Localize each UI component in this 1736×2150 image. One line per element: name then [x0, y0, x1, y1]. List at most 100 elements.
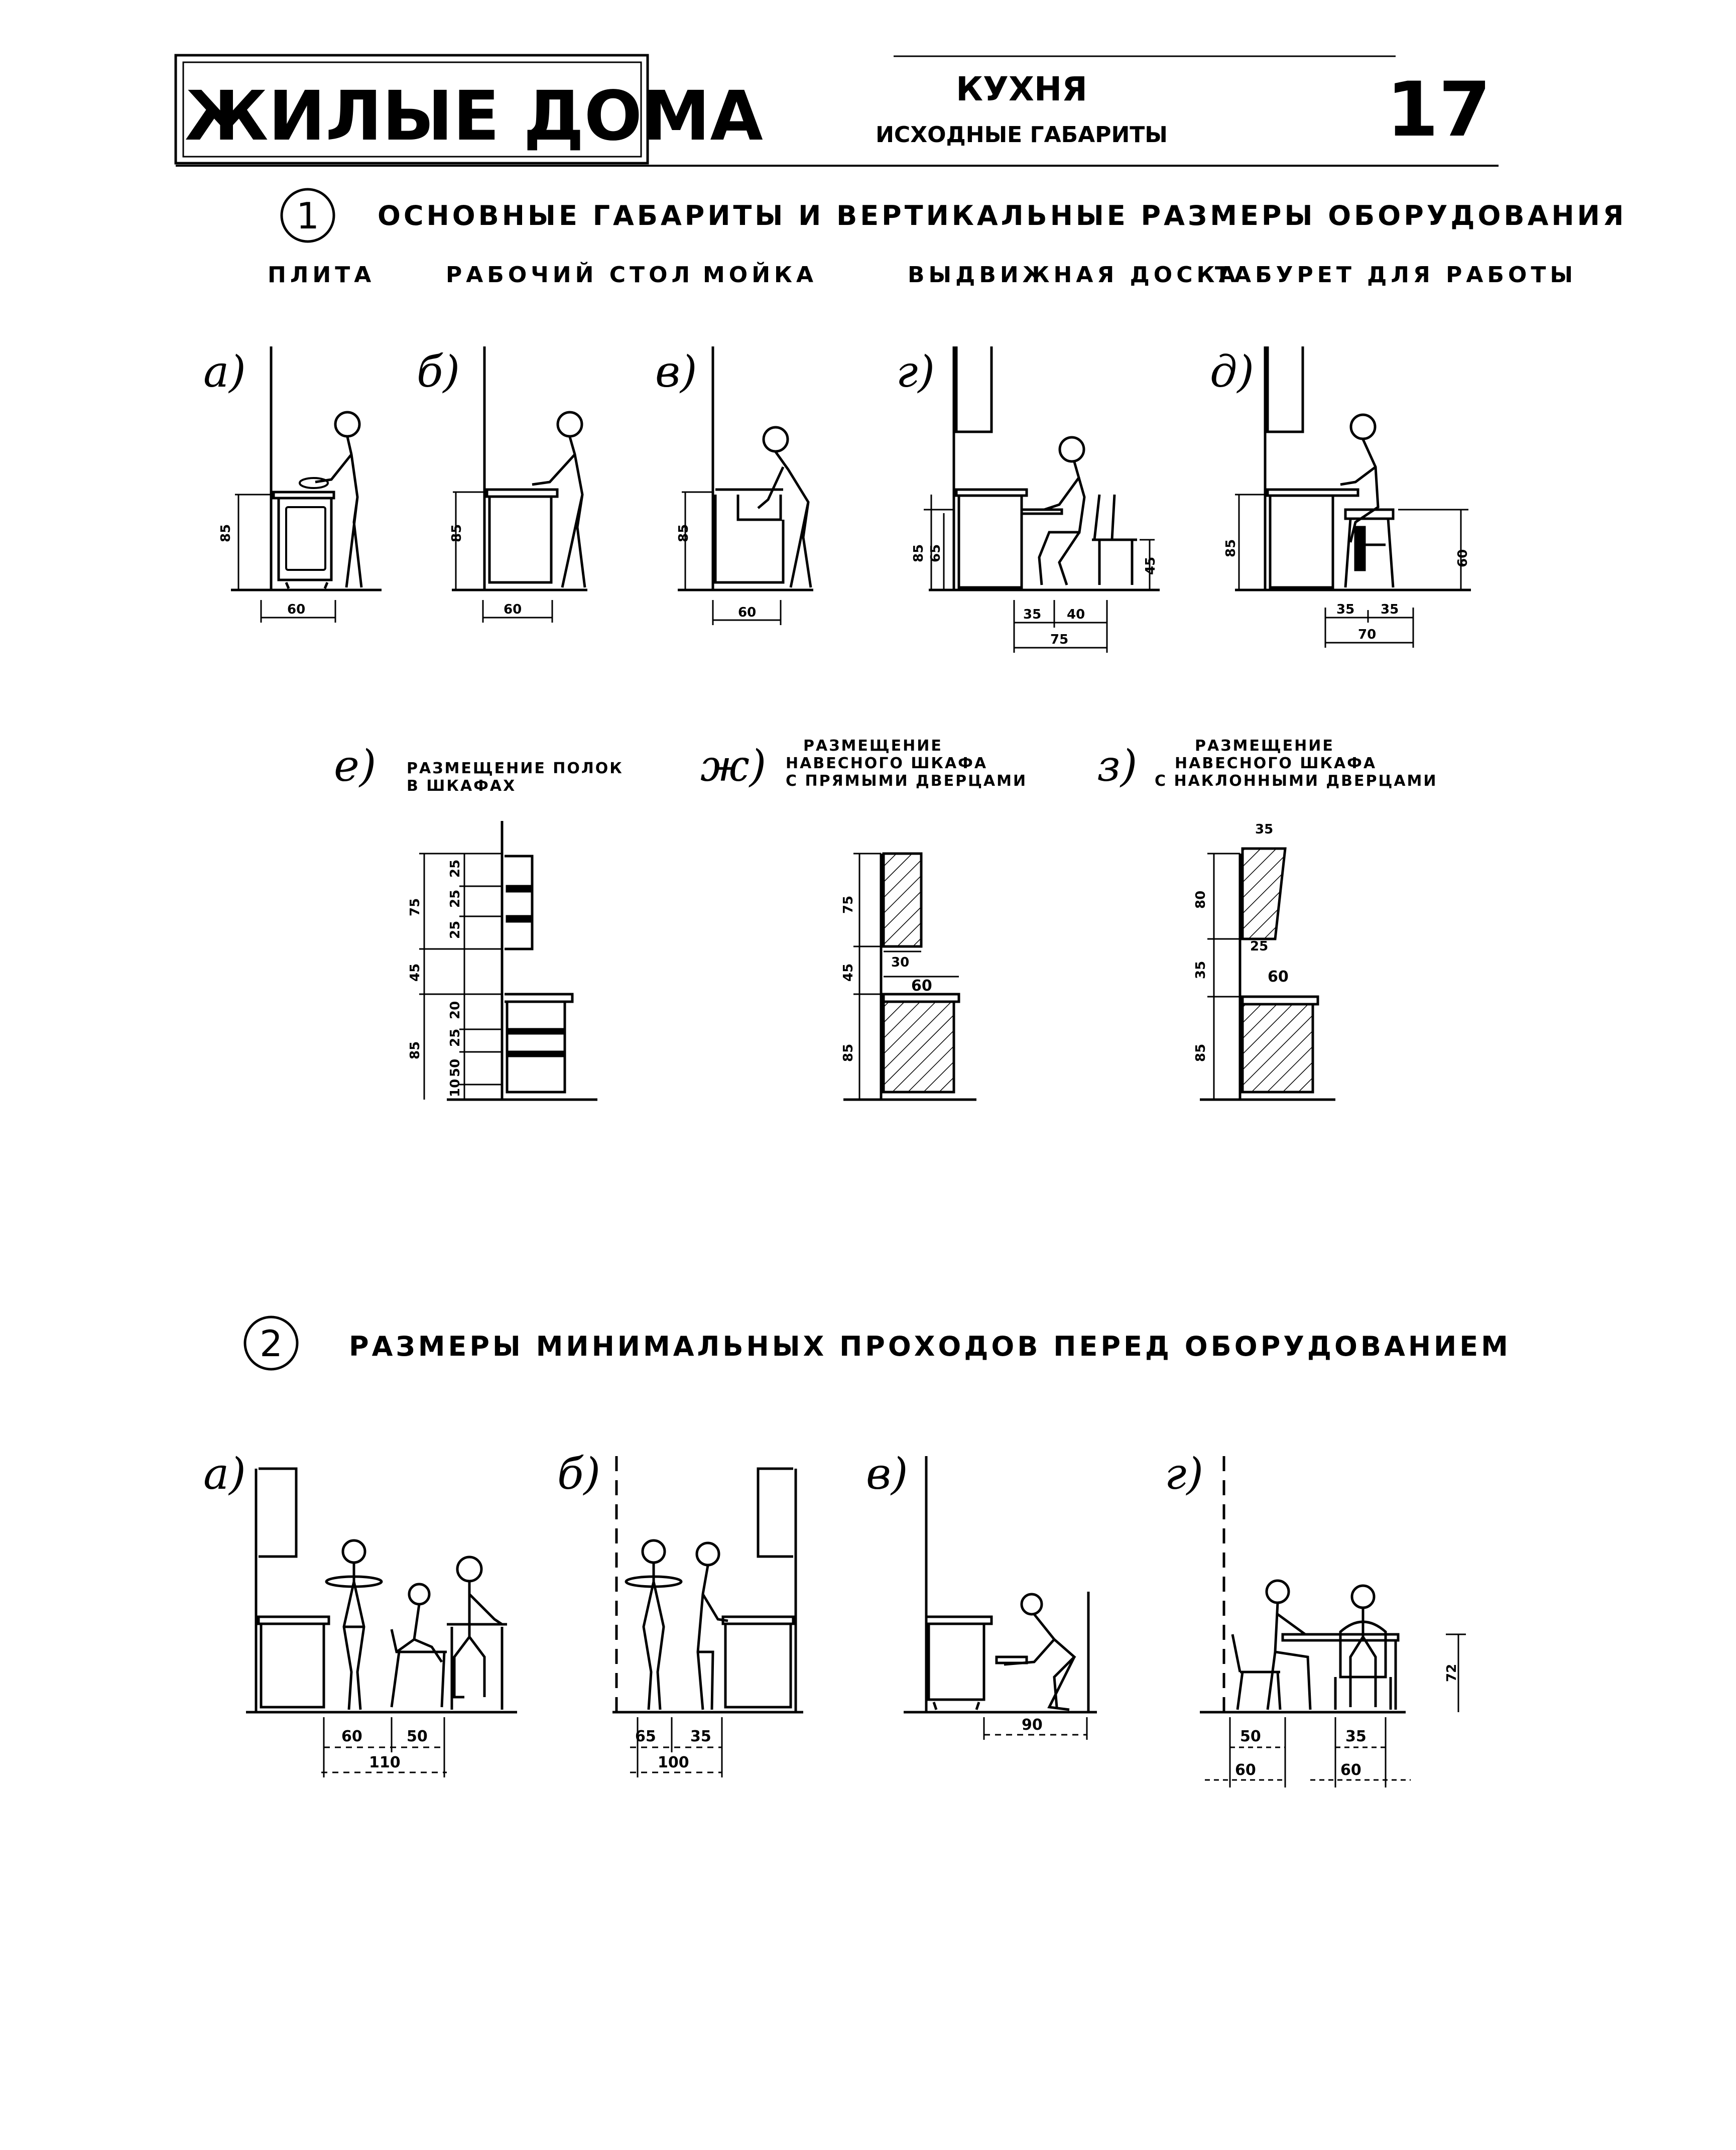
figure-1a-letter: а) — [203, 347, 246, 397]
dim-1v-height: 85 — [676, 524, 691, 542]
figure-1g-letter: г) — [896, 347, 935, 397]
dim-1g-total: 75 — [1050, 632, 1068, 647]
dim-2v-d1: 90 — [1022, 1716, 1043, 1734]
figure-1z-letter: з) — [1097, 741, 1137, 791]
figure-1v-letter: в) — [655, 347, 697, 397]
figure-1zh-straight-cabinet: ж) — [700, 741, 976, 1101]
figure-2g-letter: г) — [1165, 1449, 1203, 1499]
subtopic-title: ИСХОДНЫЕ ГАБАРИТЫ — [876, 122, 1168, 148]
figure-1e-letter: е) — [334, 741, 376, 791]
dim-1g-d2: 40 — [1067, 607, 1085, 622]
figure-1z-caption-line-2: НАВЕСНОГО ШКАФА — [1175, 755, 1377, 772]
dim-2g-d2: 35 — [1345, 1728, 1367, 1745]
figure-1b-work-table: б) — [417, 346, 587, 623]
figure-1zh-caption-line-1: РАЗМЕЩЕНИЕ — [803, 737, 943, 755]
figure-1b-letter: б) — [417, 347, 460, 397]
dim-1e-right-5: 50 — [448, 1059, 463, 1077]
dim-1b-width: 60 — [504, 602, 522, 617]
section-1-number: 1 — [296, 195, 319, 237]
series-title: ЖИЛЫЕ ДОМА — [185, 77, 763, 156]
section-2-title: РАЗМЕРЫ МИНИМАЛЬНЫХ ПРОХОДОВ ПЕРЕД ОБОРУ… — [349, 1331, 1511, 1362]
dim-2g-t2: 60 — [1340, 1761, 1361, 1779]
topic-title: КУХНЯ — [956, 70, 1087, 108]
dim-2b-d1: 65 — [635, 1728, 656, 1745]
dim-1e-left-1: 45 — [408, 964, 423, 982]
dim-1z-1: 80 — [1193, 891, 1208, 909]
figure-1e-caption: РАЗМЕЩЕНИЕ ПОЛОК В ШКАФАХ — [407, 760, 624, 795]
figure-1v-sink: в) — [655, 346, 813, 625]
dim-1d-d1: 35 — [1336, 602, 1354, 617]
page-number: 17 — [1386, 66, 1491, 154]
dim-1a-height: 85 — [218, 524, 233, 542]
dim-1e-right-2: 25 — [448, 921, 463, 939]
figure-1z-caption-line-3: С НАКЛОННЫМИ ДВЕРЦАМИ — [1155, 772, 1438, 790]
dim-1g-board: 65 — [928, 544, 943, 562]
label-work-table: РАБОЧИЙ СТОЛ — [446, 261, 694, 288]
figure-2v-passage: в) — [866, 1449, 1097, 1740]
dim-1d-stool: 60 — [1455, 549, 1470, 567]
dim-1zh-3: 30 — [891, 955, 909, 970]
dim-1e-left-2: 85 — [408, 1041, 423, 1059]
figure-2b-passage: б) — [557, 1449, 803, 1777]
dim-1e-right-1: 25 — [448, 890, 463, 908]
dim-1e-right-6: 10 — [448, 1079, 463, 1097]
section-2-number: 2 — [260, 1323, 283, 1365]
figure-2a-passage: а) — [203, 1449, 517, 1777]
dim-1z-2: 25 — [1250, 939, 1268, 954]
figure-1z-slanted-cabinet: з) — [1097, 741, 1335, 1101]
figure-2v-letter: в) — [866, 1449, 908, 1499]
dim-2g-t1: 60 — [1235, 1761, 1256, 1779]
figure-1e-shelves: е) — [334, 741, 597, 1101]
figure-1z-caption-line-1: РАЗМЕЩЕНИЕ — [1195, 737, 1334, 755]
dim-1z-3: 35 — [1193, 961, 1208, 979]
dim-1a-width: 60 — [287, 602, 305, 617]
dim-1b-height: 85 — [449, 524, 464, 542]
dim-2a-d1: 60 — [341, 1728, 362, 1745]
label-stove: ПЛИТА — [268, 262, 375, 288]
label-sink: МОЙКА — [703, 261, 817, 288]
title-block — [174, 54, 1499, 167]
dim-1v-width: 60 — [738, 605, 756, 620]
figure-1e-caption-line-1: РАЗМЕЩЕНИЕ ПОЛОК — [407, 760, 624, 777]
dim-2a-total: 110 — [369, 1754, 401, 1771]
dim-1d-d2: 35 — [1381, 602, 1399, 617]
figure-1a-stove: а) — [203, 346, 382, 623]
label-work-stool: ТАБУРЕТ ДЛЯ РАБОТЫ — [1215, 262, 1577, 288]
figure-1d-work-stool: д) — [1210, 346, 1471, 648]
figure-1d-letter: д) — [1210, 347, 1254, 397]
dim-1z-0: 35 — [1255, 822, 1273, 837]
dim-2g-height: 72 — [1444, 1664, 1459, 1682]
dim-1d-height: 85 — [1223, 539, 1238, 557]
dim-2b-d2: 35 — [690, 1728, 711, 1745]
figure-1zh-caption-line-2: НАВЕСНОГО ШКАФА — [786, 755, 987, 772]
dim-1g-seat: 45 — [1143, 557, 1158, 575]
dim-2g-d1: 50 — [1240, 1728, 1261, 1745]
dim-1e-right-3: 20 — [448, 1001, 463, 1019]
figure-2g-passage: г) — [1165, 1449, 1466, 1787]
section-2-heading: 2 РАЗМЕРЫ МИНИМАЛЬНЫХ ПРОХОДОВ ПЕРЕД ОБО… — [243, 1316, 1511, 1371]
figure-1zh-letter: ж) — [700, 741, 766, 791]
figure-1z-caption: РАЗМЕЩЕНИЕ НАВЕСНОГО ШКАФА С НАКЛОННЫМИ … — [1155, 737, 1438, 790]
figure-1zh-caption: РАЗМЕЩЕНИЕ НАВЕСНОГО ШКАФА С ПРЯМЫМИ ДВЕ… — [786, 737, 1027, 790]
dim-1z-4: 60 — [1268, 968, 1289, 986]
dim-1zh-4: 60 — [911, 977, 932, 995]
label-pullout-board: ВЫДВИЖНАЯ ДОСКА — [908, 262, 1240, 288]
figure-1e-caption-line-2: В ШКАФАХ — [407, 777, 516, 795]
dim-1zh-0: 75 — [841, 896, 856, 914]
figure-1zh-caption-line-3: С ПРЯМЫМИ ДВЕРЦАМИ — [786, 772, 1027, 790]
dim-2b-total: 100 — [658, 1754, 689, 1771]
dim-1z-5: 85 — [1193, 1044, 1208, 1062]
figure-2b-letter: б) — [557, 1449, 600, 1499]
figure-1g-pullout-board: г) — [896, 346, 1160, 653]
dim-1d-total: 70 — [1358, 627, 1376, 642]
dim-1zh-1: 45 — [841, 964, 856, 982]
dim-1e-left-0: 75 — [408, 898, 423, 916]
dim-1zh-2: 85 — [841, 1044, 856, 1062]
dim-1g-height: 85 — [911, 544, 926, 562]
figure-2a-letter: а) — [203, 1449, 246, 1499]
dim-1e-right-4: 25 — [448, 1029, 463, 1047]
dim-1g-d1: 35 — [1023, 607, 1041, 622]
equipment-labels: ПЛИТА РАБОЧИЙ СТОЛ МОЙКА ВЫДВИЖНАЯ ДОСКА… — [268, 261, 1577, 288]
dim-1e-right-0: 25 — [448, 860, 463, 878]
